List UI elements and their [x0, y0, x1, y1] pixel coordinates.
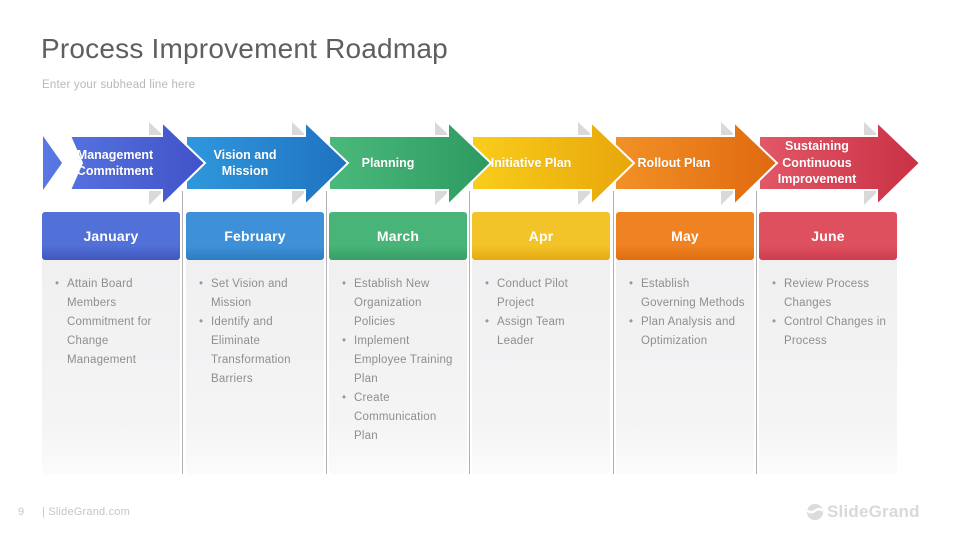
task-list: Conduct Pilot Project Assign Team Leader — [472, 260, 610, 351]
stage-label-4: Initiative Plan — [490, 155, 572, 170]
task-panel-january: Attain Board Members Commitment for Chan… — [42, 260, 180, 474]
brand-logo: SlideGrand — [806, 502, 920, 522]
task-item: Conduct Pilot Project — [484, 275, 602, 313]
subtitle: Enter your subhead line here — [42, 79, 196, 91]
column-divider — [613, 191, 614, 474]
task-item: Set Vision and Mission — [198, 275, 316, 313]
stage-label-2: Vision and Mission — [213, 147, 277, 179]
stage-arrow-1-tail-chevron — [43, 136, 62, 190]
column-divider — [326, 191, 327, 474]
month-header-february: February — [186, 212, 324, 260]
stage-label-3: Planning — [361, 155, 415, 170]
stage-label-5: Rollout Plan — [637, 155, 711, 170]
column-divider — [469, 191, 470, 474]
brand-name: SlideGrand — [827, 502, 920, 521]
task-item: Establish New Organization Policies — [341, 275, 459, 332]
column-divider — [182, 191, 183, 474]
task-list: Attain Board Members Commitment for Chan… — [42, 260, 180, 370]
task-item: Create Communication Plan — [341, 389, 459, 446]
month-header-march: March — [329, 212, 467, 260]
month-header-january: January — [42, 212, 180, 260]
task-panel-may: Establish Governing Methods Plan Analysi… — [616, 260, 754, 474]
task-list: Establish New Organization Policies Impl… — [329, 260, 467, 446]
task-item: Identify and Eliminate Transformation Ba… — [198, 313, 316, 389]
task-list: Review Process Changes Control Changes i… — [759, 260, 897, 351]
page-title: Process Improvement Roadmap — [41, 33, 448, 64]
month-header-may: May — [616, 212, 754, 260]
task-item: Assign Team Leader — [484, 313, 602, 351]
footer-site-text: | SlideGrand.com — [42, 506, 130, 518]
task-item: Review Process Changes — [771, 275, 889, 313]
task-item: Plan Analysis and Optimization — [628, 313, 746, 351]
stage-label-1: Management Commitment — [76, 147, 154, 179]
task-panel-apr: Conduct Pilot Project Assign Team Leader — [472, 260, 610, 474]
task-item: Implement Employee Training Plan — [341, 332, 459, 389]
task-item: Establish Governing Methods — [628, 275, 746, 313]
task-list: Set Vision and Mission Identify and Elim… — [186, 260, 324, 389]
task-panel-march: Establish New Organization Policies Impl… — [329, 260, 467, 474]
task-item: Control Changes in Process — [771, 313, 889, 351]
slidegrand-ball-icon — [806, 503, 824, 521]
month-header-june: June — [759, 212, 897, 260]
task-list: Establish Governing Methods Plan Analysi… — [616, 260, 754, 351]
page-number: 9 — [18, 506, 25, 518]
task-panel-june: Review Process Changes Control Changes i… — [759, 260, 897, 474]
task-panel-february: Set Vision and Mission Identify and Elim… — [186, 260, 324, 474]
column-divider — [756, 191, 757, 474]
stage-label-6: Sustaining Continuous Improvement — [777, 139, 857, 187]
task-item: Attain Board Members Commitment for Chan… — [54, 275, 172, 370]
month-header-apr: Apr — [472, 212, 610, 260]
